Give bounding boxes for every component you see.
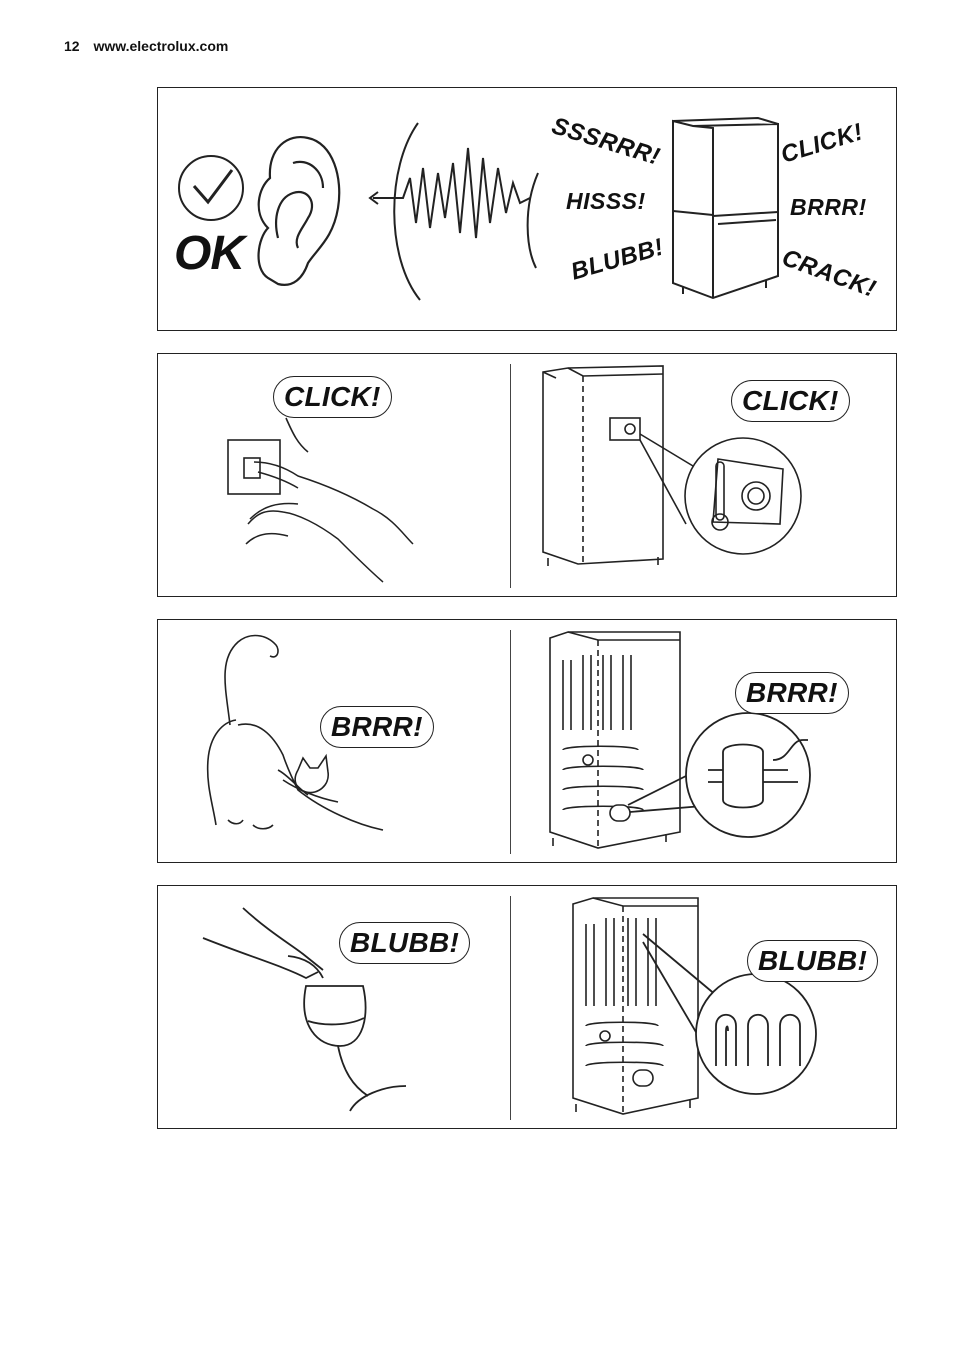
panel1-illustration [178, 116, 779, 301]
refrigerant-coil-icon [642, 933, 817, 1095]
fridge-icon [542, 365, 664, 566]
ear-icon [257, 135, 341, 286]
speech-bubble-blubb-left: BLUBB! [339, 922, 471, 964]
panel-divider [510, 896, 511, 1120]
compressor-icon [627, 712, 811, 838]
website-url: www.electrolux.com [93, 38, 229, 54]
wine-bottle-icon [202, 907, 324, 980]
wine-glass-icon [303, 985, 407, 1112]
panel4-illustration [202, 897, 817, 1115]
hand-icon [245, 461, 414, 583]
checkmark-icon [178, 155, 244, 221]
sound-hisss: HISSS! [566, 188, 646, 214]
fridge-freezer-icon [672, 116, 779, 300]
thermostat-icon [639, 433, 802, 555]
speech-bubble-blubb-right: BLUBB! [747, 940, 879, 982]
speech-bubble-click-right: CLICK! [731, 380, 850, 422]
ok-label: OK [174, 227, 245, 280]
speech-bubble-brrr-right: BRRR! [735, 672, 849, 714]
sound-brrr: BRRR! [790, 194, 867, 220]
panel-divider [510, 630, 511, 854]
speech-bubble-brrr-left: BRRR! [320, 706, 434, 748]
light-switch-icon [227, 417, 309, 495]
panel-normal-sounds: OK SSSRRR! HISSS! BLUBB! CLICK! BRRR! CR… [157, 87, 897, 331]
fridge-back-icon [549, 631, 681, 849]
panel-blubb-sounds: BLUBB! BLUBB! [157, 885, 897, 1129]
panel2-illustration [227, 365, 802, 583]
panel-click-sounds: CLICK! CLICK! [157, 353, 897, 597]
panel-brrr-sounds: BRRR! BRRR! [157, 619, 897, 863]
panel3-illustration [206, 631, 811, 849]
page-number: 12 [64, 38, 80, 54]
speech-bubble-click-left: CLICK! [273, 376, 392, 418]
sound-wave-icon [368, 122, 539, 301]
fridge-back-icon [572, 897, 699, 1115]
panel-divider [510, 364, 511, 588]
cat-icon [206, 634, 384, 831]
page-header: 12 www.electrolux.com [64, 38, 228, 54]
